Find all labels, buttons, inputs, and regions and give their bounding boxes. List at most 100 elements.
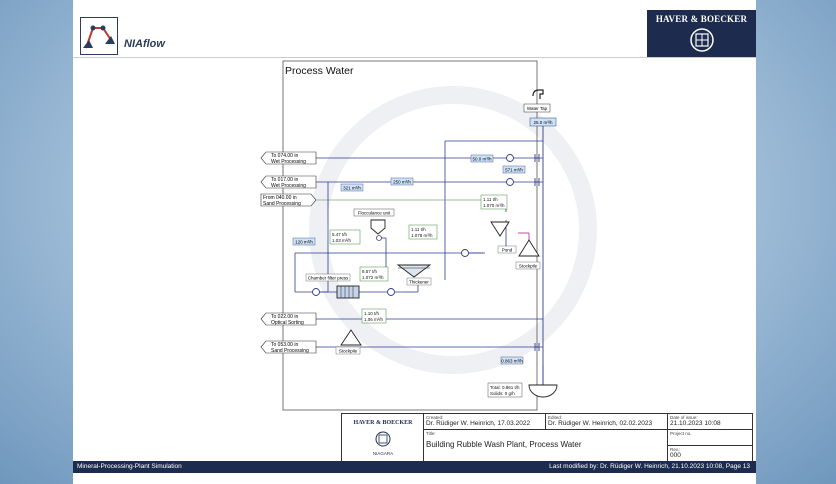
data-d4a: 8.57 t/h xyxy=(362,269,378,274)
footer-left: Mineral-Processing-Plant Simulation xyxy=(77,463,182,470)
thickener: Thickener xyxy=(396,264,432,286)
data-d2b: 1.03 m³/h xyxy=(332,238,352,243)
data-d5a: 1.10 t/h xyxy=(364,311,380,316)
pond-icon xyxy=(490,221,510,237)
process-water-diagram: Process Water Water Tap 25.0 m³/h To 074… xyxy=(260,60,597,411)
data-d3b: 1.078 m³/h xyxy=(411,233,433,238)
tb-title-value: Building Rubble Wash Plant, Process Wate… xyxy=(426,440,582,449)
footer-right: Last modified by: Dr. Rüdiger W. Heinric… xyxy=(549,463,750,470)
stockpile-2: Stockpile xyxy=(515,239,541,270)
stockpile-1-icon xyxy=(340,329,362,346)
data-d6b: Solids: 0 g/h xyxy=(490,391,515,396)
tb-project-label: Project no. xyxy=(670,431,692,436)
valves xyxy=(534,154,540,351)
dest-3-line2: Sand Processing xyxy=(263,201,301,207)
pump-1 xyxy=(506,154,514,162)
tb-edited-label: Edited: xyxy=(548,415,563,420)
stockpile-2-label: Stockpile xyxy=(519,264,538,269)
filter-press-icon xyxy=(336,285,360,299)
valve-1 xyxy=(534,154,540,162)
diagram-frame xyxy=(282,60,538,411)
pump-2 xyxy=(506,178,514,186)
dest-2-line1: To 017.00 in xyxy=(271,177,298,183)
tb-created-cell: Created: Dr. Rüdiger W. Heinrich, 17.03.… xyxy=(424,414,546,430)
tb-rev-cell: Rev.: 000 xyxy=(668,446,752,462)
dest-4-line2: Optical Sorting xyxy=(271,320,304,326)
data-d5b: 1.06 m³/h xyxy=(364,317,384,322)
slide: NIAflow HAVER & BOECKER Process Water Wa… xyxy=(73,0,756,484)
tb-edited-value: Dr. Rüdiger W. Heinrich, 02.02.2023 xyxy=(548,420,653,427)
tb-brand-sub: NIAGARA xyxy=(372,451,394,456)
stockpile-1: Stockpile xyxy=(335,329,362,355)
app-title: NIAflow xyxy=(124,38,165,50)
footer: Mineral-Processing-Plant Simulation Last… xyxy=(73,461,756,473)
data-boxes: 1.11 t/h 1.070 m³/h 5.47 t/h 1.03 m³/h 1… xyxy=(329,194,523,398)
thickener-icon xyxy=(396,264,432,278)
tb-issue-value: 21.10.2023 10:08 xyxy=(670,420,721,427)
tb-crest-icon xyxy=(375,431,391,447)
dest-1-line2: Wet Processing xyxy=(271,159,306,165)
dest-5-line2: Sand Processing xyxy=(271,348,309,354)
tb-title-cell: Title: Building Rubble Wash Plant, Proce… xyxy=(424,430,668,462)
data-d1a: 1.11 t/h xyxy=(483,197,498,202)
pond: Pond xyxy=(490,221,517,254)
tb-title-label: Title: xyxy=(426,431,436,436)
water-basin xyxy=(528,384,558,398)
dest-1-line1: To 074.00 in xyxy=(271,153,298,159)
pump-5 xyxy=(387,288,395,296)
tb-rev-value: 000 xyxy=(670,452,681,459)
title-block: HAVER & BOECKER NIAGARA Created: Dr. Rüd… xyxy=(341,413,753,463)
dest-3-line1: From 040.00 in xyxy=(263,195,297,201)
dest-4-line1: To 022.00 in xyxy=(271,314,298,320)
flow-f5: 120 m³/h xyxy=(295,240,313,245)
niaflow-logo xyxy=(80,17,118,55)
data-d6a: Total: 0.861 t/h xyxy=(490,385,520,390)
data-d2a: 5.47 t/h xyxy=(332,232,348,237)
dest-5-line1: To 053.00 in xyxy=(271,342,298,348)
diagram-title: Process Water xyxy=(285,65,354,77)
pipes xyxy=(294,140,544,385)
stockpile-1-label: Stockpile xyxy=(339,349,358,354)
tb-created-label: Created: xyxy=(426,415,444,420)
tb-created-value: Dr. Rüdiger W. Heinrich, 17.03.2022 xyxy=(426,420,531,427)
flow-f6: 0.863 m³/h xyxy=(501,359,523,364)
flow-f2: 571 m³/h xyxy=(505,168,523,173)
flow-f1: 50.0 m³/h xyxy=(472,157,492,162)
flow-f3: 250 m³/h xyxy=(393,180,411,185)
water-tap: Water Tap 25.0 m³/h xyxy=(523,89,557,127)
tap-flow: 25.0 m³/h xyxy=(533,120,553,125)
flocculant-tank-icon xyxy=(370,219,386,235)
tb-brand-cell: HAVER & BOECKER NIAGARA xyxy=(342,414,424,462)
pump-3 xyxy=(461,249,469,257)
pump-4 xyxy=(312,288,320,296)
pond-label: Pond xyxy=(502,248,513,253)
dest-2-line2: Wet Processing xyxy=(271,183,306,189)
dest-box-3 xyxy=(260,193,317,207)
stockpile-2-icon xyxy=(518,239,540,257)
tap-icon xyxy=(532,89,544,99)
flow-labels: 50.0 m³/h 571 m³/h 250 m³/h 321 m³/h 120… xyxy=(292,154,526,365)
plant-icon xyxy=(83,25,115,49)
tb-project-cell: Project no. xyxy=(668,430,752,446)
water-tap-label: Water Tap xyxy=(527,106,548,111)
tb-brand: HAVER & BOECKER xyxy=(353,420,413,426)
water-tap-label-box xyxy=(523,103,551,113)
hb-crest-icon xyxy=(689,28,714,52)
flow-f4: 321 m³/h xyxy=(343,186,361,191)
tb-issue-label: Date of issue: xyxy=(670,415,698,420)
flocculance-unit: Flocculance unit xyxy=(353,208,395,241)
brand-name: HAVER & BOECKER xyxy=(655,14,748,24)
data-d1b: 1.070 m³/h xyxy=(483,203,505,208)
watermark xyxy=(309,86,597,374)
destination-boxes: To 074.00 in Wet Processing To 017.00 in… xyxy=(260,151,317,354)
filter-press-label: Chamber filter press xyxy=(308,276,349,281)
tb-rev-label: Rev.: xyxy=(670,447,681,452)
valve-2 xyxy=(534,178,540,186)
brand-box: HAVER & BOECKER xyxy=(647,10,756,57)
thickener-label: Thickener xyxy=(409,280,429,285)
data-d4b: 1.072 m³/h xyxy=(362,275,384,280)
tb-issue-cell: Date of issue: 21.10.2023 10:08 xyxy=(668,414,752,430)
data-d3a: 1.11 t/h xyxy=(411,227,426,232)
header: NIAflow HAVER & BOECKER xyxy=(73,10,756,58)
pumps xyxy=(312,154,514,296)
